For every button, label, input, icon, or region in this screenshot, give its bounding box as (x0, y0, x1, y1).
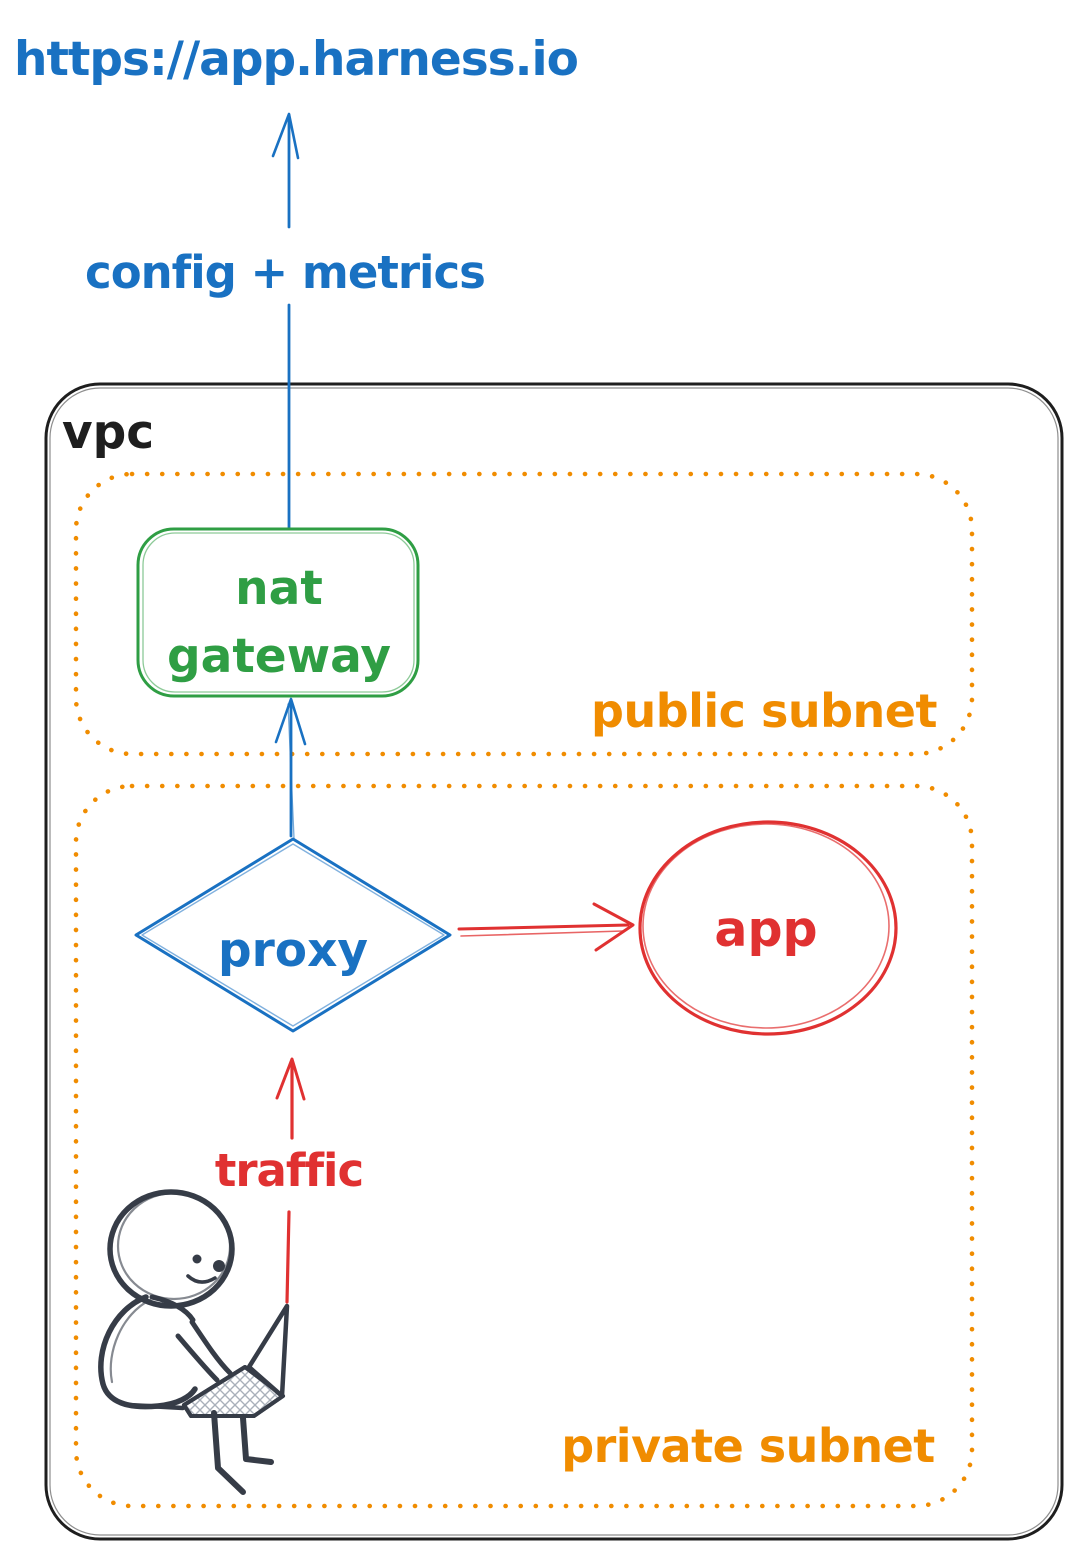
person-with-laptop-figure (98, 1189, 290, 1495)
proxy-to-nat-arrow (274, 697, 307, 839)
external-url-label: https://app.harness.io (14, 32, 578, 87)
nat-gateway-border-sketch (142, 532, 415, 693)
person-arm-lower (175, 1333, 220, 1383)
person-torso-sketch (109, 1298, 152, 1384)
vpc-container: vpc (44, 382, 1064, 1541)
proxy-to-nat-line-sketch (287, 703, 295, 839)
person-eye-left (192, 1254, 202, 1264)
proxy-to-app-line-sketch (460, 930, 624, 937)
person-leg-right (240, 1415, 274, 1465)
nat-gateway-border (136, 527, 420, 698)
person-head-sketch (116, 1191, 232, 1301)
nat-gateway-label-line1: nat (235, 561, 323, 616)
traffic-label: traffic (215, 1144, 363, 1197)
proxy-to-app-line (457, 923, 630, 931)
app-label: app (714, 901, 817, 958)
nat-gateway-node: nat gateway (136, 527, 420, 698)
traffic-arrow (275, 1057, 306, 1304)
person-arm-upper (189, 1319, 233, 1376)
public-subnet-border (73, 471, 975, 757)
traffic-line-lower-segment (285, 1210, 291, 1304)
vpc-border (44, 382, 1064, 1541)
vpc-label: vpc (62, 405, 154, 460)
public-subnet-container: public subnet (73, 471, 975, 757)
vpc-border-sketch (49, 387, 1059, 1536)
person-smile (186, 1274, 217, 1284)
app-circle (638, 820, 898, 1036)
proxy-diamond-sketch (141, 843, 445, 1027)
proxy-node: proxy (134, 837, 452, 1033)
person-leg-left (211, 1410, 246, 1495)
nat-gateway-label-line2: gateway (167, 629, 391, 684)
proxy-diamond (134, 837, 452, 1033)
private-subnet-label: private subnet (561, 1419, 935, 1473)
config-metrics-label: config + metrics (85, 246, 485, 299)
app-node: app (638, 820, 898, 1036)
proxy-to-nat-arrowhead (274, 697, 307, 746)
laptop-screen (246, 1303, 290, 1399)
private-subnet-border (73, 783, 975, 1509)
proxy-to-app-arrow (457, 902, 635, 952)
config-metrics-arrow (271, 112, 300, 531)
person-torso (98, 1294, 198, 1410)
proxy-to-app-arrowhead (592, 902, 635, 952)
person-shoulder (149, 1294, 196, 1323)
proxy-label: proxy (218, 923, 368, 978)
person-eye-right (213, 1260, 225, 1272)
app-circle-sketch (642, 823, 890, 1029)
config-metrics-arrowhead (271, 112, 300, 160)
public-subnet-label: public subnet (591, 684, 937, 738)
person-seat-line (126, 1402, 186, 1411)
private-subnet-container: private subnet (73, 783, 975, 1509)
traffic-arrowhead (275, 1057, 306, 1101)
